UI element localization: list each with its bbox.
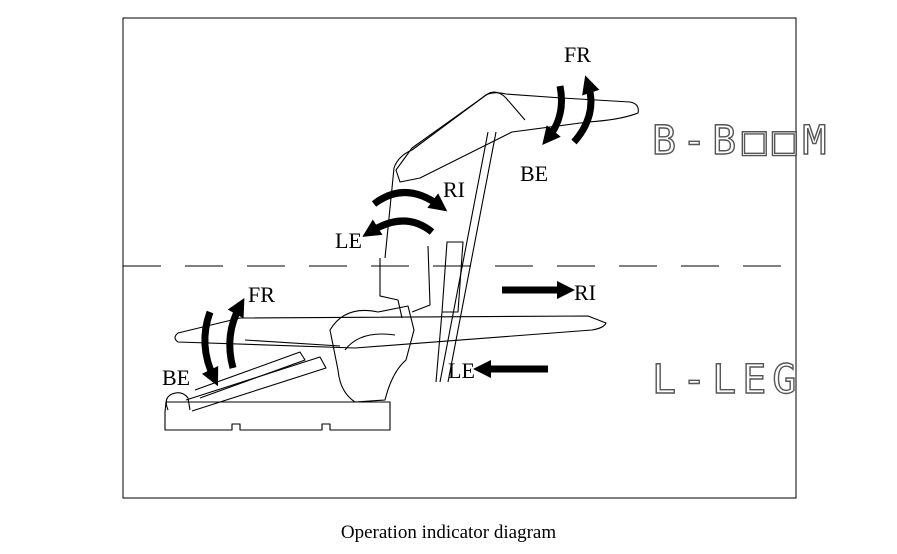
leg-arm xyxy=(174,315,607,349)
boom-le-arrow xyxy=(362,217,435,237)
leg-le-label: LE xyxy=(448,358,475,383)
boom-strut xyxy=(439,131,497,383)
diagram-frame xyxy=(122,17,797,499)
upper-section-title: B-B□□M xyxy=(652,118,833,164)
boom-ri-label: RI xyxy=(443,177,465,202)
base-block xyxy=(164,401,391,431)
leg-arrows xyxy=(201,280,576,387)
leg-be-label: BE xyxy=(162,365,190,390)
figure-caption: Operation indicator diagram xyxy=(340,522,557,543)
leg-hub-inner xyxy=(344,333,396,351)
boom-fr-arrow xyxy=(571,75,600,145)
boom-ri-arrow xyxy=(371,189,448,212)
leg-ri-label: RI xyxy=(574,280,596,305)
leg-arm-edge xyxy=(244,339,341,347)
upper-boom xyxy=(395,92,639,183)
boom-fr-label: FR xyxy=(564,42,591,67)
boom-cylinder xyxy=(435,241,464,383)
heel-pad xyxy=(165,392,191,411)
leg-be-arrow xyxy=(201,310,219,387)
leg-fr-label: FR xyxy=(248,282,275,307)
post xyxy=(379,245,431,319)
leg-fr-arrow xyxy=(226,298,245,369)
cylinder-link-2 xyxy=(194,351,306,399)
boom-le-label: LE xyxy=(335,228,362,253)
lower-section-title: L-LEG xyxy=(652,357,802,403)
leg-hub xyxy=(329,305,415,403)
machine-drawing xyxy=(164,91,639,431)
boom-arrows xyxy=(362,75,600,237)
boom-be-arrow xyxy=(542,85,565,146)
boom-be-label: BE xyxy=(520,161,548,186)
post-upper xyxy=(384,91,526,259)
